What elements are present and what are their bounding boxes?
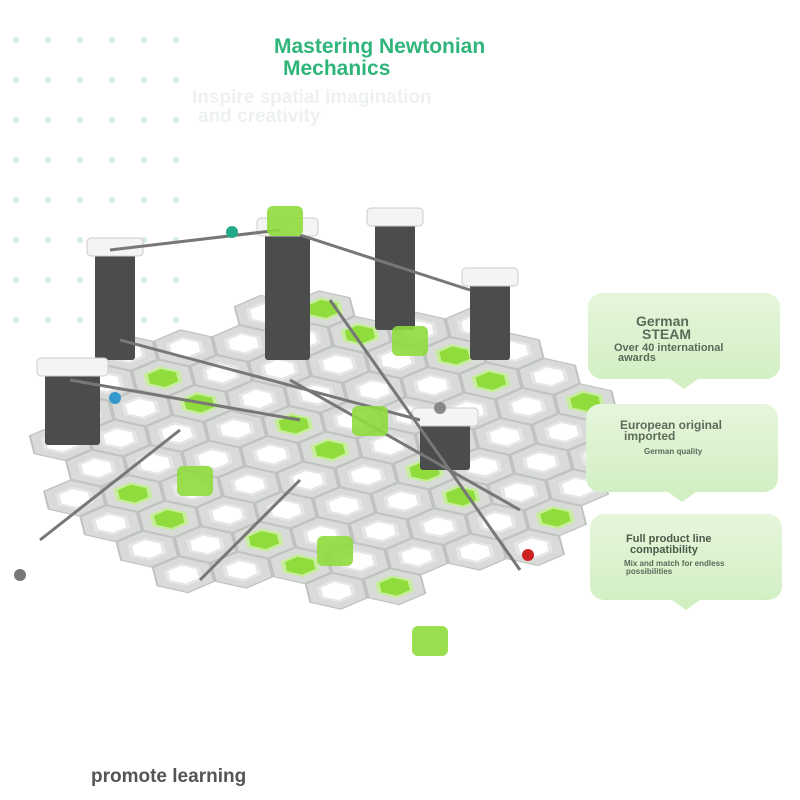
green-funnel bbox=[317, 536, 353, 566]
rail bbox=[198, 478, 302, 582]
rail bbox=[109, 228, 281, 252]
subtitle-line-2: and creativity bbox=[198, 106, 321, 127]
rail bbox=[39, 428, 181, 542]
tower-cap bbox=[36, 357, 109, 377]
title-line-1: Mastering Newtonian bbox=[274, 35, 486, 58]
hex-tile-hole bbox=[412, 373, 452, 397]
hex-tile-hole bbox=[238, 387, 277, 411]
green-funnel bbox=[412, 626, 448, 656]
hex-tile-hole bbox=[77, 456, 117, 480]
feature-heading: Full product line bbox=[626, 533, 712, 545]
hex-tile-hole bbox=[485, 425, 525, 448]
hex-tile-hole bbox=[455, 540, 495, 564]
green-funnel bbox=[392, 326, 428, 356]
hex-tile-hole bbox=[222, 558, 262, 582]
hex-tile-hole bbox=[230, 473, 270, 496]
tower bbox=[95, 250, 135, 360]
hex-tile-hole bbox=[163, 563, 203, 587]
hex-tile-hole bbox=[149, 507, 189, 531]
structures bbox=[14, 206, 534, 656]
hex-tile-hole bbox=[113, 482, 153, 505]
tower bbox=[375, 220, 415, 330]
hex-tile-hole bbox=[346, 464, 386, 487]
tower bbox=[265, 230, 310, 360]
subtitle: Inspire spatial imagination and creativi… bbox=[192, 88, 432, 126]
rail bbox=[328, 299, 522, 571]
feature-heading: STEAM bbox=[642, 326, 691, 342]
hex-tile-hole bbox=[375, 575, 415, 599]
subtitle-line-1: Inspire spatial imagination bbox=[192, 87, 432, 108]
hex-tile-hole bbox=[397, 545, 437, 569]
green-funnel bbox=[267, 206, 303, 236]
hex-tile-hole bbox=[529, 364, 569, 388]
feature-heading: European original bbox=[620, 418, 723, 432]
marble bbox=[522, 549, 534, 561]
hex-tile-hole bbox=[266, 498, 306, 522]
page-title: Mastering Newtonian Mechanics bbox=[274, 36, 485, 80]
marble bbox=[226, 226, 238, 238]
feature-heading: compatibility bbox=[630, 544, 698, 556]
hex-tile-hole bbox=[55, 486, 95, 510]
hex-tile-hole bbox=[260, 357, 300, 381]
feature-heading: imported bbox=[624, 429, 676, 443]
hex-tile-hole bbox=[186, 533, 226, 557]
hex-tile-hole bbox=[193, 447, 233, 471]
hex-tile-hole bbox=[135, 452, 175, 475]
tower bbox=[420, 420, 470, 470]
title-line-2: Mechanics bbox=[283, 57, 391, 80]
hex-tile-hole bbox=[274, 413, 314, 436]
hex-tile-hole bbox=[521, 450, 561, 474]
hex-tile-hole bbox=[441, 485, 481, 508]
hex-tile-hole bbox=[127, 537, 167, 561]
tower bbox=[45, 370, 100, 445]
feature-card-steam: German STEAM Over 40 international award… bbox=[588, 293, 780, 389]
hex-tile-hole bbox=[91, 512, 131, 536]
hex-tile-hole bbox=[215, 417, 255, 441]
feature-card-compatibility: Full product line compatibility Mix and … bbox=[590, 514, 782, 610]
hex-tile-hole bbox=[318, 352, 358, 376]
feature-detail: awards bbox=[618, 352, 656, 364]
hex-tile-hole bbox=[208, 503, 248, 527]
hex-tile-hole bbox=[288, 468, 328, 492]
feature-heading: German bbox=[636, 313, 689, 329]
hex-tile-hole bbox=[143, 366, 183, 390]
hex-tile-hole bbox=[310, 438, 350, 462]
hex-tile-hole bbox=[223, 331, 263, 355]
rail bbox=[299, 233, 471, 292]
marble bbox=[434, 402, 446, 414]
hex-tile-hole bbox=[99, 426, 139, 450]
hex-tile-hole bbox=[316, 579, 356, 603]
caption: promote learning bbox=[91, 766, 247, 787]
hex-tile-hole bbox=[252, 443, 292, 466]
rail bbox=[69, 378, 301, 422]
hex-tile-hole bbox=[324, 494, 364, 517]
hex-tile-hole bbox=[244, 528, 284, 552]
rail bbox=[289, 378, 521, 512]
marble bbox=[109, 392, 121, 404]
hex-tile-hole bbox=[280, 554, 320, 578]
feature-detail: possibilities bbox=[626, 567, 673, 576]
feature-card-imported: European original imported German qualit… bbox=[586, 404, 778, 502]
feature-detail: Mix and match for endless bbox=[624, 559, 725, 568]
hex-tile-hole bbox=[419, 515, 459, 539]
marble-run-product-image bbox=[14, 206, 632, 656]
tower-cap bbox=[366, 207, 424, 227]
tower bbox=[470, 280, 510, 360]
tower-cap bbox=[461, 267, 519, 287]
hex-tile-hole bbox=[360, 519, 400, 543]
green-funnel bbox=[177, 466, 213, 496]
hex-tile-hole bbox=[499, 480, 539, 504]
hex-tile-hole bbox=[383, 489, 422, 513]
hex-tile-hole bbox=[434, 343, 474, 367]
hex-tile-hole bbox=[507, 395, 547, 418]
hex-tile-hole bbox=[121, 396, 161, 420]
green-funnel bbox=[352, 406, 388, 436]
hex-tile-hole bbox=[471, 369, 511, 393]
feature-detail: Over 40 international bbox=[614, 342, 724, 354]
marble bbox=[14, 569, 26, 581]
hex-tile-hole bbox=[535, 506, 575, 529]
feature-detail: German quality bbox=[644, 447, 703, 456]
hex-tile-hole bbox=[543, 420, 583, 444]
